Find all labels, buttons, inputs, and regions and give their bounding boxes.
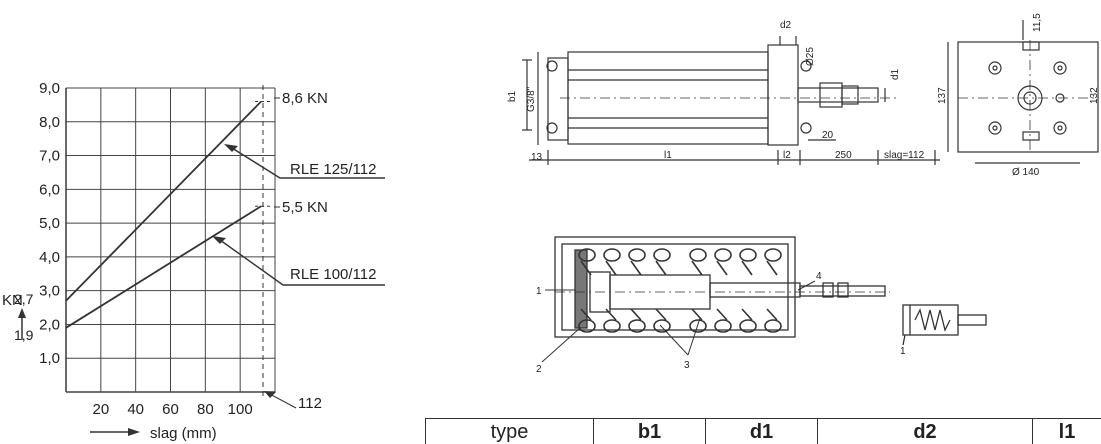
x-tick-label: 20	[92, 401, 109, 418]
x-tick-labels: 20 40 60 80 100	[92, 401, 252, 418]
spring-coil	[692, 309, 702, 320]
y-tick-label: 2,0	[39, 316, 60, 333]
spring-coil	[654, 249, 670, 261]
spring-coil	[692, 261, 702, 275]
header-l1: l1	[1033, 419, 1101, 444]
y-tick-label: 3,0	[39, 283, 60, 300]
spring-coil	[767, 309, 777, 320]
dim-13: 13	[531, 152, 543, 163]
dim-slag: slag=112	[884, 150, 925, 161]
dim-137: 137	[937, 87, 948, 104]
x-tick-label: 100	[228, 401, 253, 418]
y-tick-labels: 9,0 8,0 7,0 6,0 5,0 4,0 3,0 2,0 1,0	[39, 80, 60, 367]
spring-coils	[579, 249, 781, 332]
spring-coil	[629, 249, 645, 261]
spring-coil	[740, 249, 756, 261]
dim-l2: l2	[783, 150, 791, 161]
callout-1: 1	[536, 286, 542, 297]
top-value-label: 8,6 KN	[282, 90, 328, 107]
spec-table: type b1 d1 d2 l1	[425, 418, 1101, 444]
spring-coil	[631, 309, 641, 320]
stroke-112-arrow-icon	[264, 391, 276, 398]
spring-coil	[717, 309, 727, 320]
spring-coil	[656, 309, 666, 320]
spring-coil	[690, 249, 706, 261]
header-d2: d2	[818, 419, 1033, 444]
spring-coil	[606, 309, 616, 320]
header-type: type	[426, 419, 594, 444]
technical-drawings: d2 Ø25 d1 b1 G3/8" 20 13 l1 l2 250 slag=…	[500, 0, 1101, 410]
spring-coil	[656, 261, 666, 275]
callout-2: 2	[536, 364, 542, 375]
stroke-112-label: 112	[298, 395, 322, 412]
dim-250: 250	[835, 150, 852, 161]
header-d1: d1	[706, 419, 818, 444]
dim-132: 132	[1089, 87, 1100, 104]
chart-grid	[66, 88, 275, 392]
cylinder-end-view	[948, 20, 1098, 163]
spring-coil	[765, 249, 781, 261]
x-tick-label: 60	[162, 401, 179, 418]
y-tick-label: 5,0	[39, 215, 60, 232]
dim-l1: l1	[664, 150, 672, 161]
dim-phi25: Ø25	[805, 47, 816, 66]
dim-d1: d1	[890, 68, 901, 80]
y-extra-tick-1-9: 1,9	[14, 327, 34, 343]
spring-coil	[742, 261, 752, 275]
callout-4: 4	[816, 271, 822, 282]
cylinder-side-view	[522, 36, 940, 165]
dim-20: 20	[822, 130, 834, 141]
dim-d2: d2	[780, 20, 792, 31]
series-line-rle-100-112	[66, 206, 261, 328]
cylinder-schematic-icon	[903, 305, 986, 345]
spec-table-header-row: type b1 d1 d2 l1	[426, 419, 1101, 444]
mid-value-label: 5,5 KN	[282, 199, 328, 216]
series-b-label: RLE 100/112	[290, 266, 376, 283]
callout-1-schematic: 1	[900, 346, 906, 357]
spring-coil	[631, 261, 641, 275]
series-a-label: RLE 125/112	[290, 161, 376, 178]
x-axis-arrow-icon	[90, 428, 140, 436]
dim-thread: G3/8"	[526, 86, 537, 112]
spring-coil	[767, 261, 777, 275]
y-axis-label: KN	[2, 292, 23, 309]
x-axis-label: slag (mm)	[150, 425, 217, 441]
y-tick-label: 7,0	[39, 148, 60, 165]
series-line-rle-125-112	[66, 102, 261, 301]
spring-coil	[717, 261, 727, 275]
dim-b1: b1	[507, 90, 518, 102]
spring-coil	[742, 309, 752, 320]
y-tick-label: 6,0	[39, 181, 60, 198]
y-tick-label: 1,0	[39, 350, 60, 367]
dim-phi140: Ø 140	[1012, 167, 1040, 178]
y-tick-label: 4,0	[39, 249, 60, 266]
dim-11-5: 11,5	[1032, 13, 1043, 32]
x-tick-label: 80	[197, 401, 214, 418]
spring-coil	[715, 249, 731, 261]
y-tick-label: 8,0	[39, 114, 60, 131]
callout-3: 3	[684, 360, 690, 371]
header-b1: b1	[594, 419, 706, 444]
y-tick-label: 9,0	[39, 80, 60, 97]
spring-coil	[606, 261, 616, 275]
x-tick-label: 40	[127, 401, 144, 418]
spring-coil	[604, 249, 620, 261]
